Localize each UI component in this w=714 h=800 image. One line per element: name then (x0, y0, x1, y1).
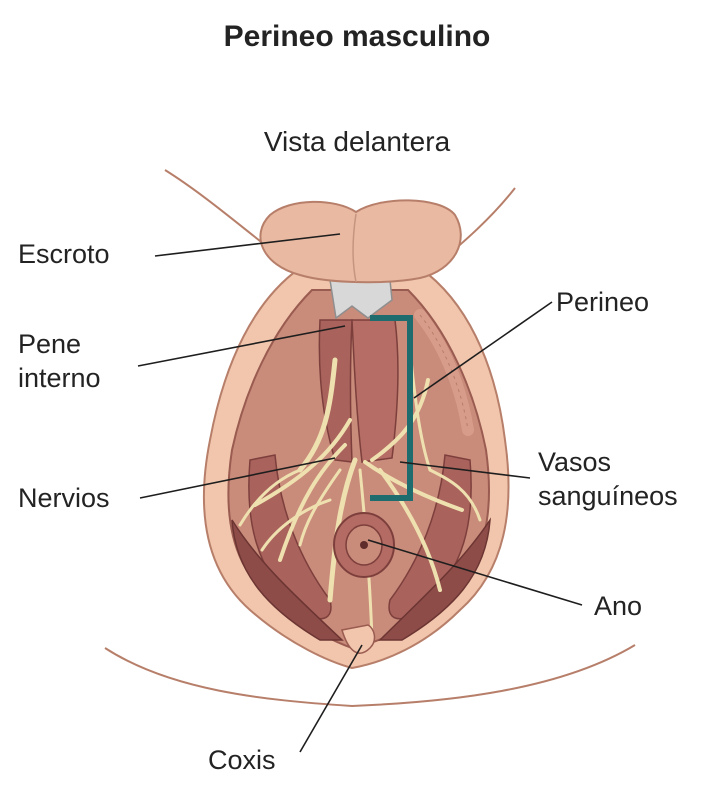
buttock-outline (104, 644, 636, 708)
label-coxis: Coxis (208, 745, 276, 775)
label-vasos-line2: sanguíneos (538, 481, 678, 511)
scrotum-raphe (352, 213, 357, 283)
leader-perineo (413, 301, 553, 399)
label-ano: Ano (594, 591, 643, 621)
leader-vasos (399, 461, 531, 479)
label-pene-line1: Pene (18, 329, 82, 359)
right-ischiocavernosus (388, 454, 472, 620)
label-pene-line2: interno (18, 363, 101, 393)
page-title: Perineo masculino (223, 20, 491, 53)
left-gluteal-muscle (231, 519, 344, 641)
right-gluteal-muscle (378, 517, 491, 641)
label-perineo: Perineo (556, 287, 650, 317)
internal-penis-right (351, 319, 399, 463)
leader-pene (137, 325, 346, 367)
leader-coxis (299, 644, 363, 753)
label-escroto: Escroto (18, 239, 110, 269)
scrotum (259, 199, 462, 284)
leader-nervios (139, 457, 336, 499)
label-nervios: Nervios (18, 483, 110, 513)
leader-escroto (154, 233, 341, 257)
perineum-bracket (370, 315, 413, 501)
leader-lines (137, 233, 583, 753)
leader-ano (367, 539, 583, 606)
coccyx-tip (341, 624, 376, 654)
view-subtitle: Vista delantera (263, 126, 451, 157)
label-vasos-line1: Vasos (538, 447, 612, 477)
